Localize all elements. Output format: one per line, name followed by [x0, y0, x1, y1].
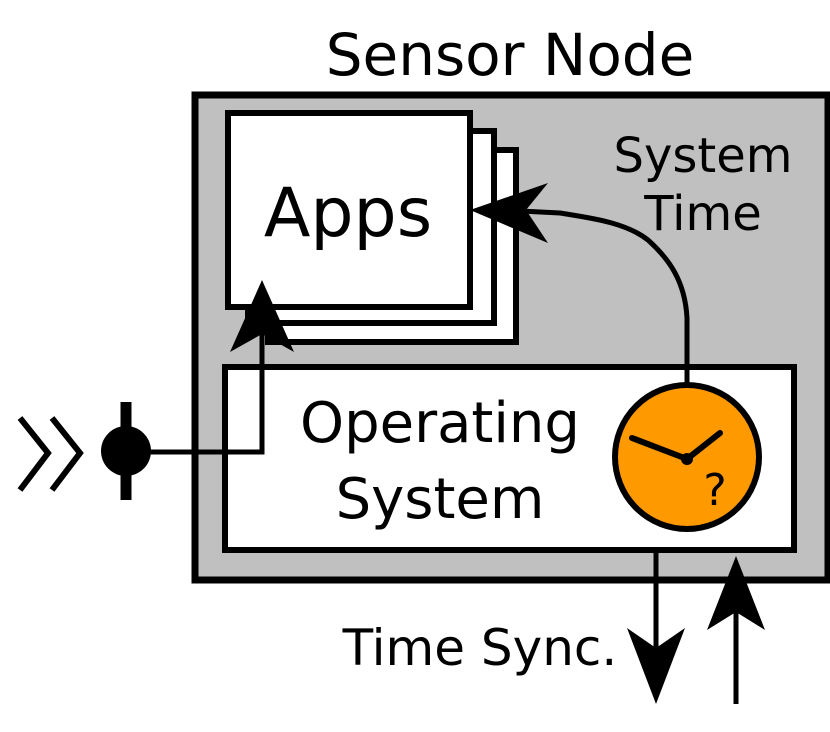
antenna-node — [101, 426, 151, 476]
clock-center — [681, 453, 693, 465]
diagram-title: Sensor Node — [326, 21, 695, 89]
time-sync-in-arrowhead — [707, 556, 765, 630]
radio-wave-inner — [49, 416, 84, 492]
apps-label: Apps — [264, 174, 432, 253]
clock-question-mark: ? — [703, 465, 726, 516]
system-time-label-line1: System — [614, 128, 793, 184]
os-label-line2: System — [336, 467, 545, 532]
system-time-arrowhead — [470, 183, 548, 243]
radio-wave-outer — [17, 416, 52, 492]
clock-hand-left — [629, 435, 690, 462]
clock-hand-right — [684, 430, 723, 462]
time-sync-out-arrowhead — [627, 628, 685, 704]
radio-input-line — [128, 310, 265, 455]
os-label-line1: Operating — [300, 391, 580, 456]
radio-input-arrowhead — [230, 280, 294, 352]
system-time-arrow — [499, 207, 690, 385]
time-sync-label: Time Sync. — [342, 619, 618, 677]
system-time-label-line2: Time — [643, 186, 761, 242]
